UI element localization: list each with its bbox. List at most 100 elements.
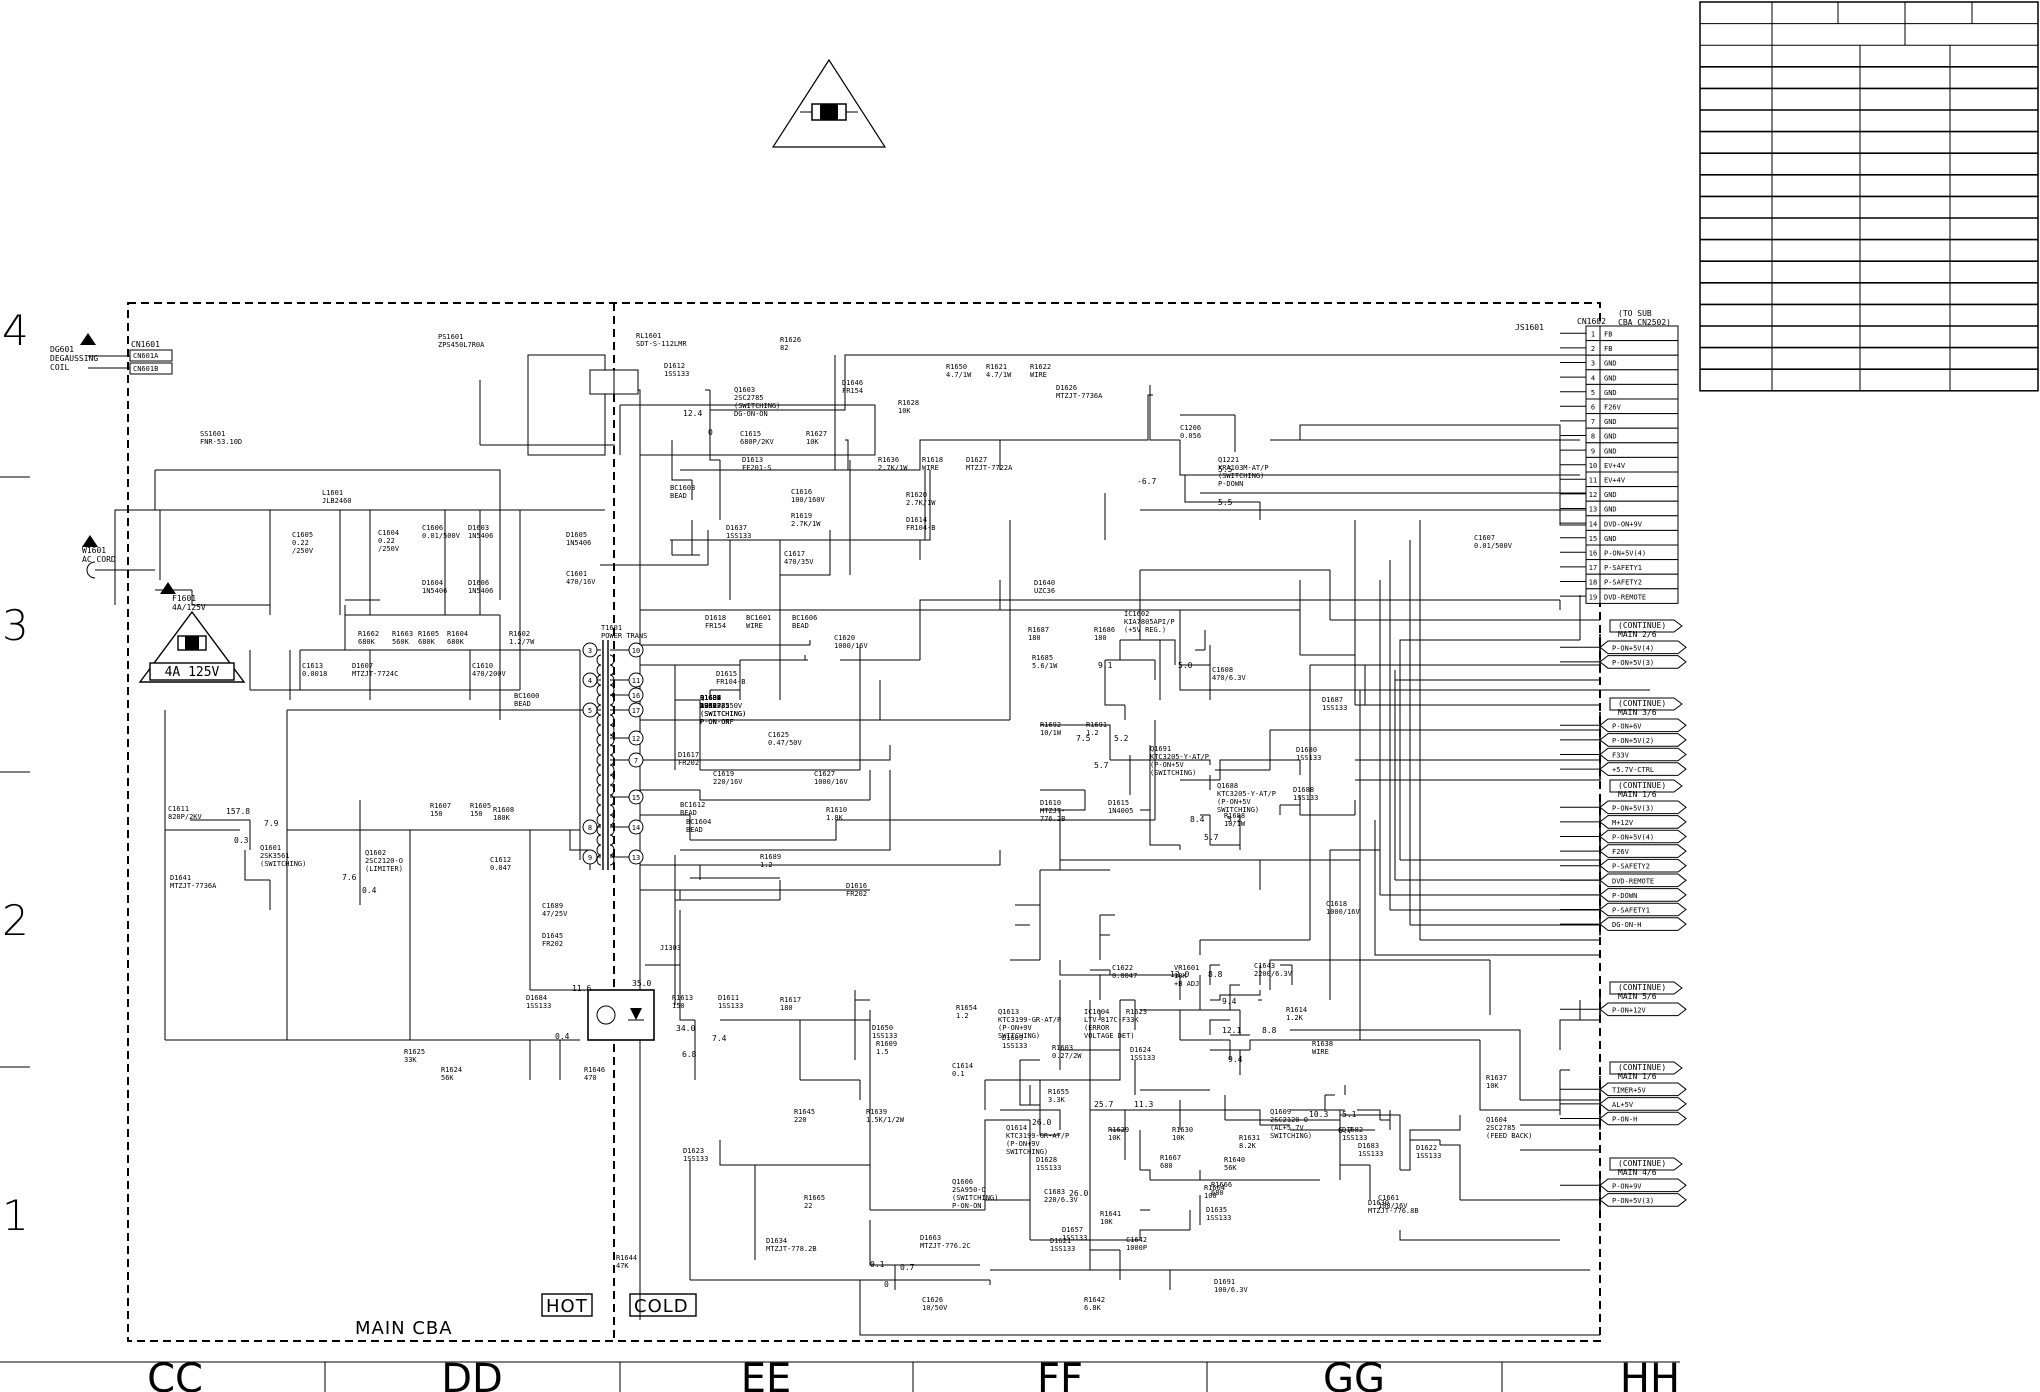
component-label-line: 0.056: [1180, 432, 1201, 440]
component-label-line: Q1688: [1217, 782, 1238, 790]
component-label-line: D1650: [872, 1024, 893, 1032]
cn1602-pin-name: DVD-REMOTE: [1604, 593, 1646, 601]
voltage-reading: 7.4: [712, 1034, 727, 1043]
component-label-line: D1628: [1036, 1156, 1057, 1164]
fuse-badge: 4A 125V: [138, 610, 246, 683]
cn1602-pin-name: P-ON+5V(4): [1604, 550, 1646, 558]
component-label-line: R1610: [826, 806, 847, 814]
component-label-line: (SWITCHING): [700, 710, 746, 718]
component-label-line: D1663: [920, 1234, 941, 1242]
component-label-line: 100: [1204, 1192, 1217, 1200]
cn1602-pin-num: 7: [1591, 418, 1595, 426]
component-label-line: D1610: [1040, 799, 1061, 807]
continue-signal: P-SAFETY1: [1612, 907, 1650, 915]
cn601b: CN601B: [133, 365, 158, 373]
component-label-line: MTZJT-7724C: [352, 670, 398, 678]
cn1602-pin-name: GND: [1604, 418, 1617, 426]
cn1602-pin-name: P-SAFETY2: [1604, 579, 1642, 587]
component-label-line: SWITCHING): [1217, 806, 1259, 814]
component-label-line: BEAD: [680, 809, 697, 817]
component-label-line: D1634: [766, 1237, 787, 1245]
component-label-line: R1623: [1126, 1008, 1147, 1016]
component-label-line: WIRE: [922, 464, 939, 472]
cn1602-pin-name: GND: [1604, 491, 1617, 499]
component-label-line: J1303: [660, 944, 681, 952]
component-label-line: R1603: [1052, 1044, 1073, 1052]
component-label-line: D1645: [542, 932, 563, 940]
component-label-line: 10K: [700, 702, 713, 710]
component-label-line: 1SS133: [1293, 794, 1318, 802]
continue-head-sheet: MAIN 2/6: [1618, 630, 1657, 639]
component-label-line: 390: [700, 702, 713, 710]
cn1602-to: (TO SUB: [1618, 309, 1652, 318]
component-label-line: C1608: [1212, 666, 1233, 674]
continue-signal: F33V: [1612, 752, 1630, 760]
voltage-reading: 0.3: [234, 836, 249, 845]
cn1602-pin-name: GND: [1604, 535, 1617, 543]
component-label-line: 2SK3561: [260, 852, 290, 860]
voltage-reading: 6.7: [1338, 1126, 1353, 1135]
component-label-line: 2SC2785: [1486, 1124, 1516, 1132]
component-label-line: 100/160V: [791, 496, 826, 504]
cn1602-pin-num: 18: [1589, 579, 1597, 587]
continue-head: (CONTINUE): [1618, 1063, 1666, 1072]
component-label-line: (SWITCHING): [1218, 472, 1264, 480]
voltage-reading: 9.4: [1228, 1055, 1243, 1064]
transformer-pin: 16: [632, 692, 640, 700]
component-label-line: D1636: [700, 694, 721, 702]
cn1602-pin-num: 13: [1589, 506, 1597, 514]
component-label-line: 1.5: [876, 1048, 889, 1056]
board-label: MAIN CBA: [355, 1318, 453, 1339]
component-label-line: 680: [1211, 1189, 1224, 1197]
continue-signal: P-ON+5V(3): [1612, 659, 1654, 667]
component-label-line: 6.8K: [1084, 1304, 1102, 1312]
component-label-line: SWITCHING): [1270, 1132, 1312, 1140]
cn1601-ref: CN1601: [131, 340, 160, 349]
component-label-line: R1624: [441, 1066, 462, 1074]
cn1602-pin-num: 10: [1589, 462, 1597, 470]
component-label-line: 1SS133: [1206, 1214, 1231, 1222]
voltage-reading: 34.0: [676, 1024, 695, 1033]
component-label-line: 1SS133: [1358, 1150, 1383, 1158]
ac-cord-ref: W1601: [82, 546, 106, 555]
component-label-line: R1602: [509, 630, 530, 638]
component-label-line: R1628: [898, 399, 919, 407]
component-label-line: 470/6.3V: [1212, 674, 1247, 682]
component-label-line: R1607: [430, 802, 451, 810]
continue-group: (CONTINUE)MAIN 2/6P-ON+5V(4)P-ON+5V(3): [1560, 619, 1687, 674]
component-label-line: D1640: [1034, 579, 1055, 587]
component-label-line: UZC36: [1034, 587, 1055, 595]
component-label-line: BC1604: [686, 818, 711, 826]
component-label-line: R1667: [1160, 1154, 1181, 1162]
component-label-line: D1688: [1293, 786, 1314, 794]
component-label-line: 47/25V: [542, 910, 568, 918]
